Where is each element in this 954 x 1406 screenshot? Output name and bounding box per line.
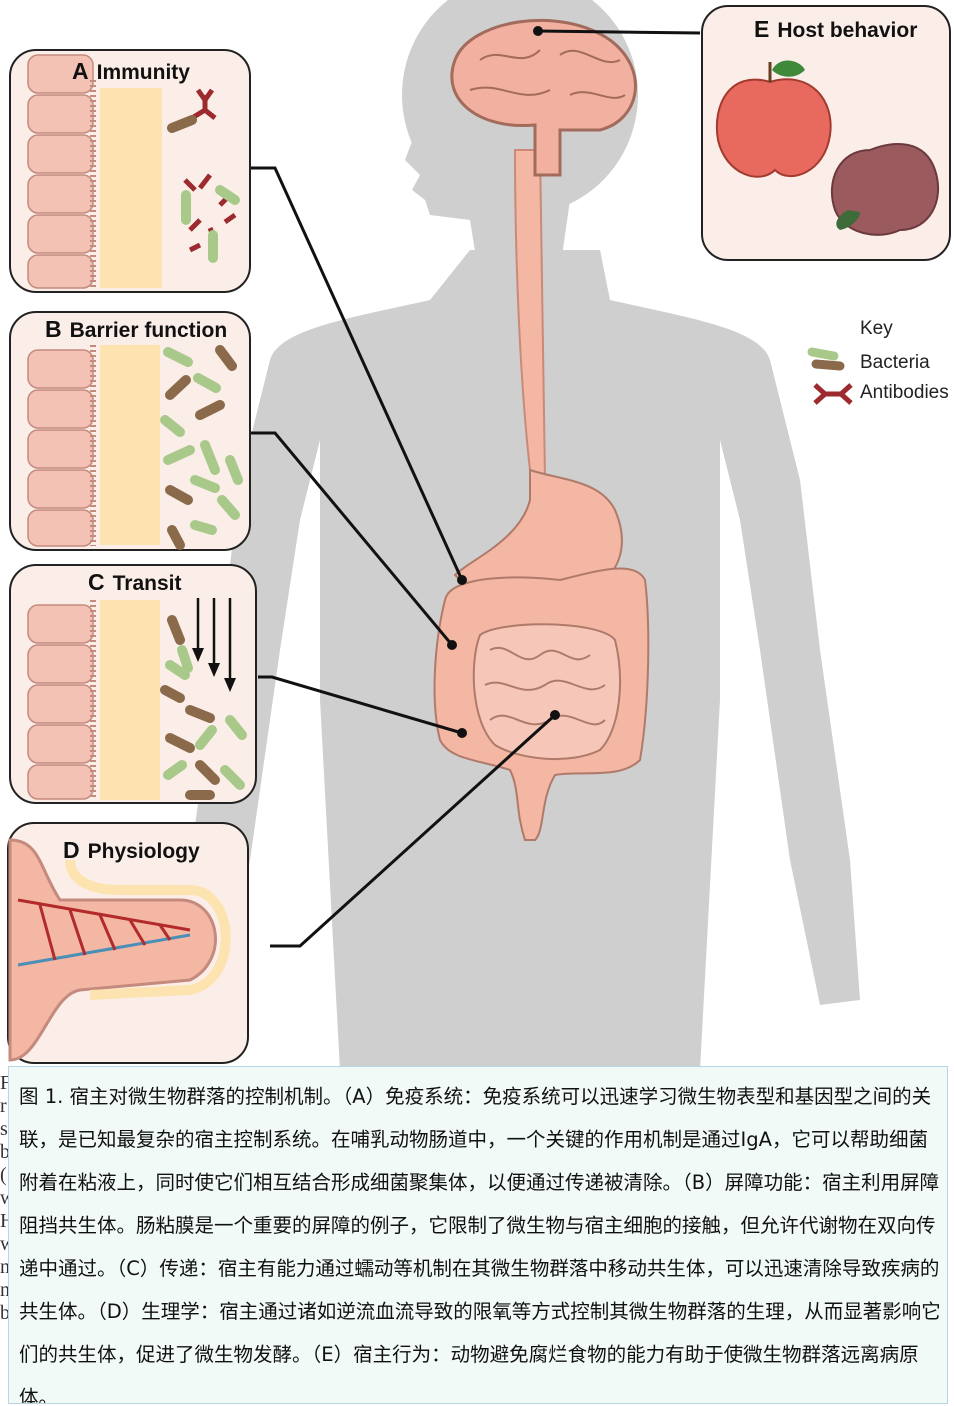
key-bacteria-icon (807, 347, 845, 371)
rotten-apple-icon (830, 143, 940, 236)
connector-lines (250, 29, 701, 948)
dot-small-intestine (550, 710, 560, 720)
key-antibody-icon (813, 383, 853, 405)
small-intestine (472, 623, 621, 760)
epithelium-cells (27, 54, 94, 289)
panel-d-box (7, 822, 249, 1064)
transit-arrows (196, 598, 232, 680)
countercurrent-vessels (17, 898, 191, 967)
bacteria-icon (167, 115, 240, 263)
key-label-antibodies: Antibodies (860, 382, 949, 403)
microbiome-control-diagram (7, 0, 951, 1070)
dot-cecum (457, 728, 467, 738)
panel-c-box (9, 564, 257, 804)
panel-a-box (9, 49, 251, 293)
mucus-layer (100, 88, 162, 288)
fresh-apple-icon (715, 60, 832, 178)
figure-caption: 图 1. 宿主对微生物群落的控制机制。（A）免疫系统：免疫系统可以迅速学习微生物… (8, 1066, 948, 1404)
dot-duodenum (457, 575, 467, 585)
panel-e-box (701, 5, 951, 261)
dot-colon (447, 640, 457, 650)
panel-b-box (9, 311, 251, 551)
antibody-icon (183, 88, 237, 253)
dot-brain (533, 26, 543, 36)
key-label-bacteria: Bacteria (860, 352, 930, 373)
brain-icon (450, 18, 637, 177)
key-title: Key (860, 318, 893, 339)
